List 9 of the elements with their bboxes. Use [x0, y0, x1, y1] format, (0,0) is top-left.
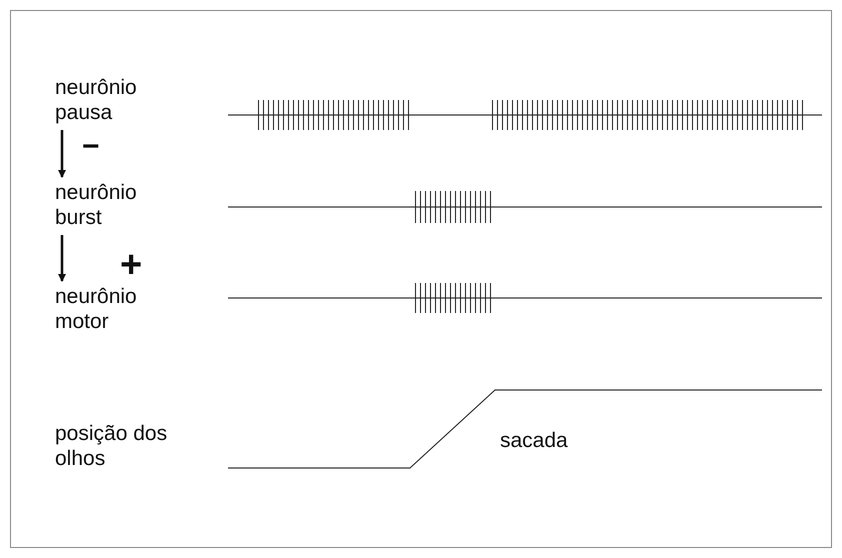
edge-label: −	[82, 132, 100, 162]
trace-label: sacada	[500, 428, 569, 453]
row-label: neurônio motor	[55, 284, 170, 334]
edge-label: +	[120, 246, 142, 284]
row-label: neurônio burst	[55, 180, 170, 230]
row-label: posição dos olhos	[55, 421, 168, 471]
row-label: neurônio pausa	[55, 75, 170, 125]
arrow	[58, 235, 66, 282]
arrow	[58, 130, 66, 178]
